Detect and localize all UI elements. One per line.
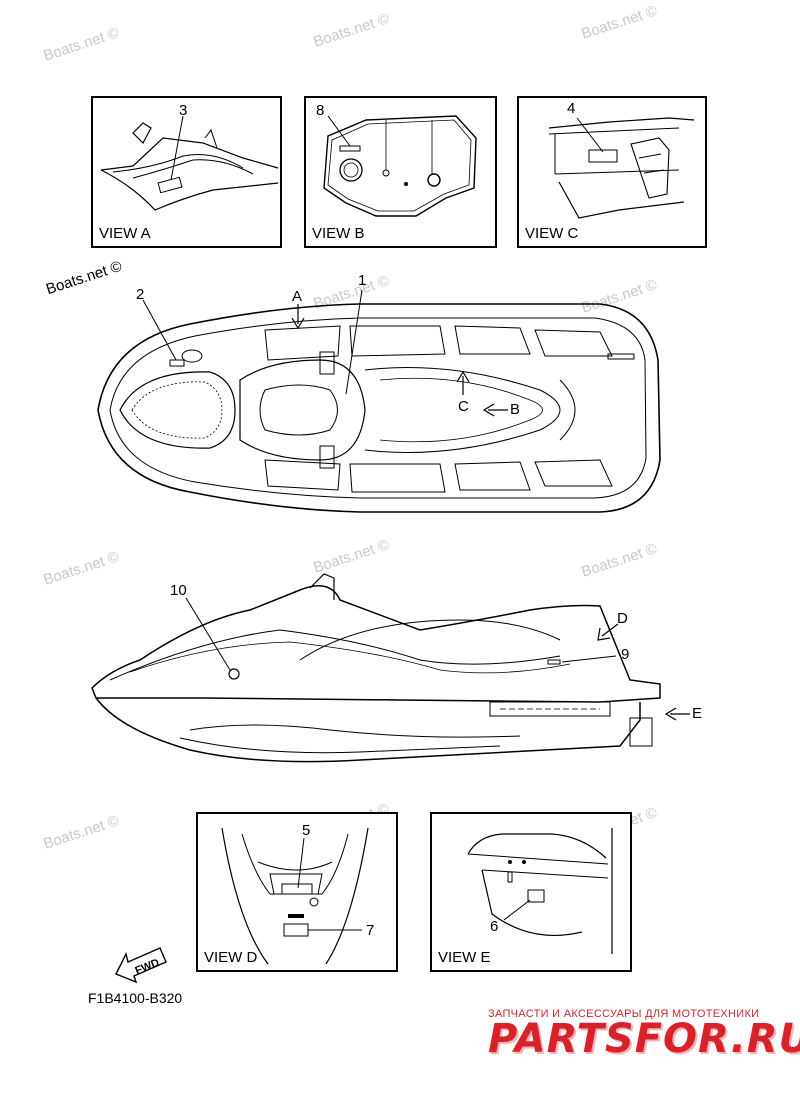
view-b-panel: 8 VIEW B (304, 96, 497, 248)
callout-3: 3 (179, 102, 188, 119)
part-code: F1B4100-B320 (88, 990, 183, 1006)
view-e-label: VIEW E (438, 949, 491, 966)
side-view-drawing (91, 573, 690, 763)
callout-6: 6 (490, 918, 499, 935)
callout-10: 10 (170, 582, 187, 599)
view-d-label: VIEW D (204, 949, 258, 966)
view-b-label: VIEW B (312, 225, 365, 242)
top-view-drawing (97, 289, 661, 513)
watermark: Boats.net © (311, 10, 392, 51)
view-e-drawing (467, 828, 613, 954)
fwd-arrow-icon: FWD (115, 947, 167, 984)
promo-logo[interactable]: PARTSFOR.RU (488, 1016, 800, 1062)
view-a-panel: 3 VIEW A (91, 96, 282, 248)
view-e-panel: 6 VIEW E (430, 812, 632, 972)
watermark: Boats.net © (579, 2, 660, 43)
callout-2: 2 (136, 286, 145, 303)
callout-1: 1 (358, 272, 367, 289)
view-c-label: VIEW C (525, 225, 579, 242)
promo-banner[interactable]: ЗАПЧАСТИ И АКСЕССУАРЫ ДЛЯ МОТОТЕХНИКИ PA… (488, 1008, 800, 1062)
view-d-drawing (221, 827, 369, 965)
callout-9: 9 (621, 646, 630, 663)
promo-tagline: ЗАПЧАСТИ И АКСЕССУАРЫ ДЛЯ МОТОТЕХНИКИ (488, 1008, 760, 1020)
view-c-drawing (548, 117, 695, 219)
view-a-drawing (100, 115, 279, 211)
arrow-a-label: A (292, 288, 303, 305)
view-c-panel: 4 VIEW C (517, 96, 707, 248)
arrow-c-label: C (458, 398, 469, 415)
callout-4: 4 (567, 100, 576, 117)
callout-8: 8 (316, 102, 325, 119)
view-a-label: VIEW A (99, 225, 151, 242)
view-d-panel: 5 7 VIEW D (196, 812, 398, 972)
arrow-e-label: E (692, 705, 703, 722)
watermark: Boats.net © (41, 812, 122, 853)
callout-7: 7 (366, 922, 375, 939)
arrow-d-label: D (617, 610, 628, 627)
arrow-b-label: B (510, 401, 521, 418)
view-b-drawing (323, 115, 477, 217)
callout-5: 5 (302, 822, 311, 839)
watermark: Boats.net © (41, 24, 122, 65)
